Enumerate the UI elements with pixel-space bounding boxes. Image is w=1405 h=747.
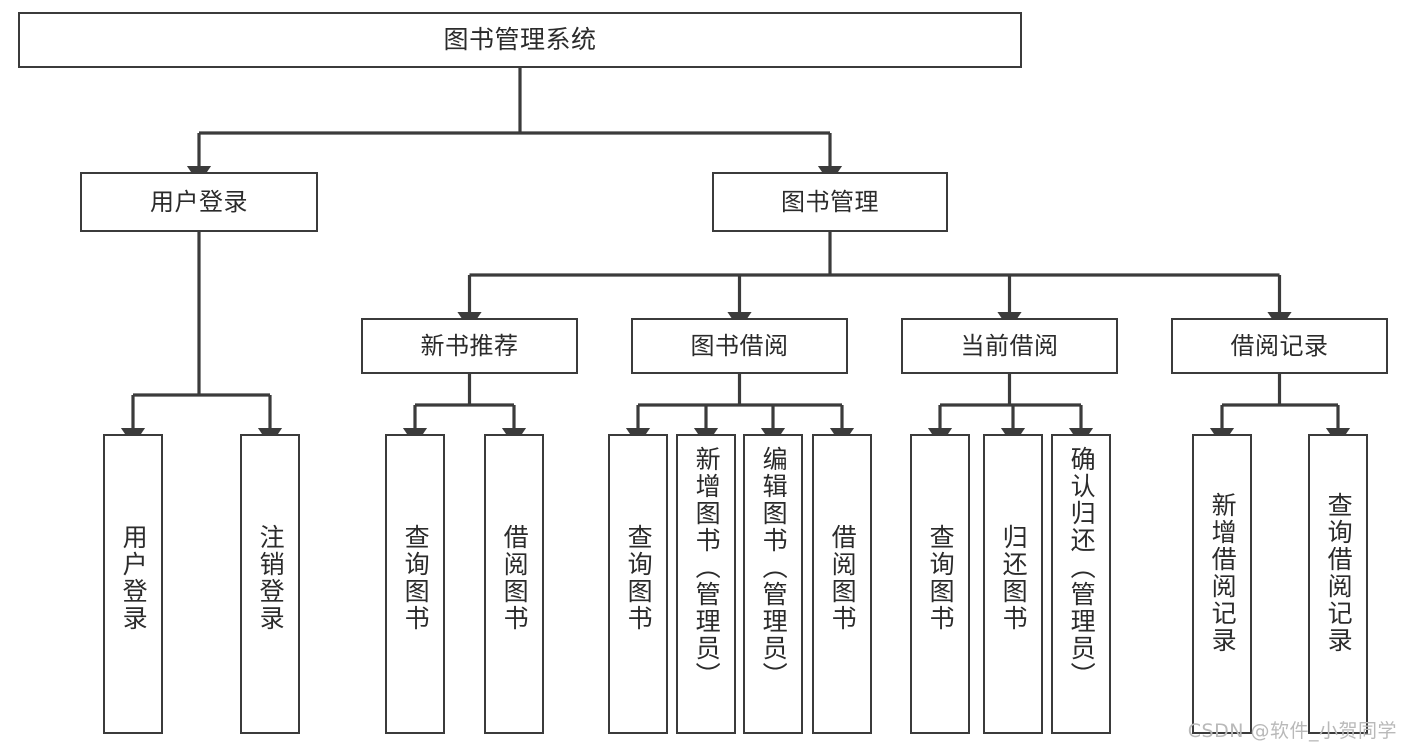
node-leaf-borrow-book[interactable]: 借阅图书 xyxy=(812,434,872,734)
node-leaf-borrow-book-recommend[interactable]: 借阅图书 xyxy=(484,434,544,734)
node-label: 新增借阅记录 xyxy=(1208,492,1238,654)
node-label: 查询图书 xyxy=(926,524,956,632)
node-leaf-query-book-borrow[interactable]: 查询图书 xyxy=(608,434,668,734)
node-leaf-return-book[interactable]: 归还图书 xyxy=(983,434,1043,734)
node-root[interactable]: 图书管理系统 xyxy=(18,12,1022,68)
node-label: 借阅图书 xyxy=(828,524,858,632)
node-label: 用户登录 xyxy=(119,524,149,632)
node-label: 新书推荐 xyxy=(420,331,519,360)
node-leaf-confirm-return[interactable]: 确认归还（管理员） xyxy=(1051,434,1111,734)
node-label: 图书借阅 xyxy=(690,331,789,360)
node-label: 图书管理系统 xyxy=(443,25,597,54)
node-current-borrow[interactable]: 当前借阅 xyxy=(901,318,1118,374)
node-label: 查询借阅记录 xyxy=(1324,492,1354,654)
node-leaf-user-logout[interactable]: 注销登录 xyxy=(240,434,300,734)
node-label: 注销登录 xyxy=(256,524,286,632)
node-new-book-recommend[interactable]: 新书推荐 xyxy=(361,318,578,374)
watermark-text: CSDN @软件_小贺同学 xyxy=(1187,720,1397,742)
node-label: 当前借阅 xyxy=(960,331,1059,360)
node-label: 借阅图书 xyxy=(500,524,530,632)
node-label: 用户登录 xyxy=(150,187,248,216)
node-leaf-query-book-current[interactable]: 查询图书 xyxy=(910,434,970,734)
node-leaf-edit-book[interactable]: 编辑图书（管理员） xyxy=(743,434,803,734)
node-label: 查询图书 xyxy=(624,524,654,632)
node-label: 借阅记录 xyxy=(1230,331,1329,360)
node-label: 查询图书 xyxy=(401,524,431,632)
node-leaf-user-login[interactable]: 用户登录 xyxy=(103,434,163,734)
node-borrow-record[interactable]: 借阅记录 xyxy=(1171,318,1388,374)
node-leaf-query-book-recommend[interactable]: 查询图书 xyxy=(385,434,445,734)
node-label: 归还图书 xyxy=(999,524,1029,632)
node-user-login[interactable]: 用户登录 xyxy=(80,172,318,232)
node-leaf-query-borrow-record[interactable]: 查询借阅记录 xyxy=(1308,434,1368,734)
node-leaf-add-book[interactable]: 新增图书（管理员） xyxy=(676,434,736,734)
node-label: 图书管理 xyxy=(781,187,879,216)
node-label: 确认归还（管理员） xyxy=(1067,446,1097,689)
node-book-manage[interactable]: 图书管理 xyxy=(712,172,948,232)
node-leaf-add-borrow-record[interactable]: 新增借阅记录 xyxy=(1192,434,1252,734)
node-label: 编辑图书（管理员） xyxy=(759,446,789,689)
node-label: 新增图书（管理员） xyxy=(692,446,722,689)
node-book-borrow[interactable]: 图书借阅 xyxy=(631,318,848,374)
